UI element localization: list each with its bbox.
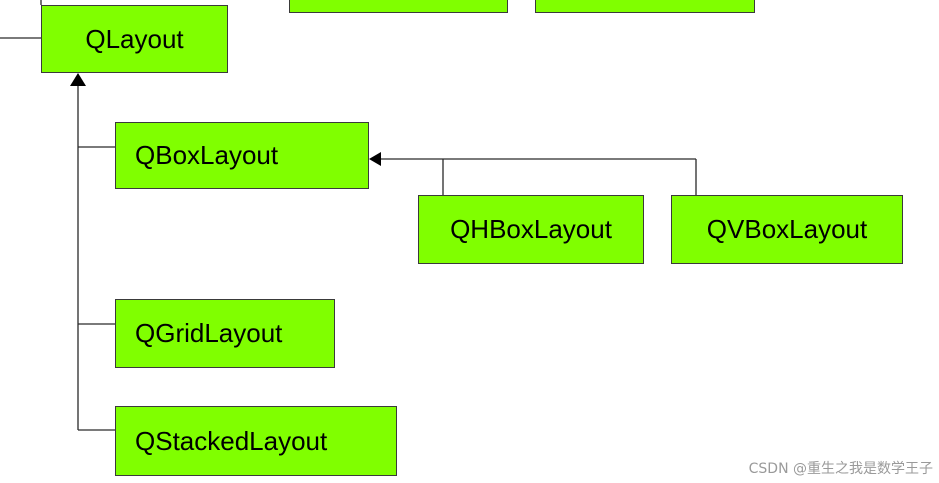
node-qvboxlayout: QVBoxLayout bbox=[671, 195, 903, 264]
node-qvboxlayout-label: QVBoxLayout bbox=[706, 214, 868, 244]
node-qlayout-label: QLayout bbox=[85, 23, 184, 54]
node-partial-top-left bbox=[289, 0, 508, 13]
node-qhboxlayout: QHBoxLayout bbox=[418, 195, 644, 264]
node-qlayout: QLayout bbox=[41, 5, 228, 73]
node-qboxlayout-label: QBoxLayout bbox=[135, 140, 279, 170]
arrowhead-to-qboxlayout bbox=[369, 152, 381, 166]
arrowhead-to-qlayout bbox=[70, 73, 86, 86]
node-qgridlayout: QGridLayout bbox=[115, 299, 335, 368]
node-qstackedlayout-label: QStackedLayout bbox=[135, 425, 328, 456]
node-qhboxlayout-label: QHBoxLayout bbox=[450, 214, 612, 244]
watermark: CSDN @重生之我是数学王子 bbox=[748, 461, 933, 477]
node-qstackedlayout: QStackedLayout bbox=[115, 406, 397, 476]
node-qboxlayout: QBoxLayout bbox=[115, 122, 369, 189]
node-qgridlayout-label: QGridLayout bbox=[135, 318, 283, 348]
node-partial-top-right bbox=[535, 0, 755, 13]
